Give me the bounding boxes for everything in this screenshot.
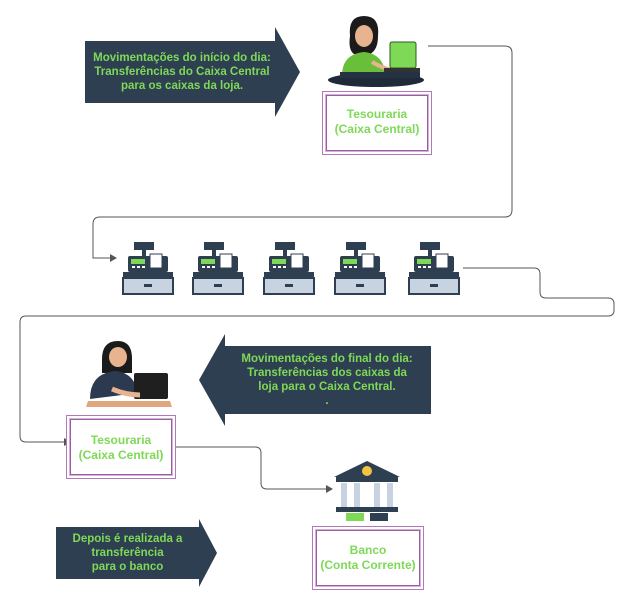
bank-title: Banco <box>349 543 387 557</box>
treasury-bottom-box: Tesouraria (Caixa Central) <box>66 415 176 479</box>
cash-register-icon <box>263 242 315 295</box>
start-of-day-line-3: para os caixas da loja. <box>120 80 244 92</box>
treasury-top-subtitle: (Caixa Central) <box>334 122 420 136</box>
bank-transfer-line-3: para o banco <box>91 561 164 573</box>
end-of-day-line-4: . <box>325 395 329 407</box>
bank-transfer-text: Depois é realizada a transferência para … <box>56 532 199 574</box>
woman-with-laptop-icon <box>328 16 424 87</box>
arrow-shape <box>56 519 217 587</box>
cash-register-icon <box>408 242 460 295</box>
treasury-top-box: Tesouraria (Caixa Central) <box>322 91 432 155</box>
bank-building-icon <box>334 461 400 521</box>
bank-box: Banco (Conta Corrente) <box>312 526 424 590</box>
start-of-day-text: Movimentações do início do dia: Transfer… <box>89 51 275 93</box>
end-of-day-line-2: Transferências dos caixas da <box>247 367 407 379</box>
cash-register-icon <box>192 242 244 295</box>
start-of-day-arrow: Movimentações do início do dia: Transfer… <box>85 27 300 117</box>
woman-typing-laptop-icon <box>86 341 172 407</box>
bank-transfer-line-1: Depois é realizada a <box>72 533 183 545</box>
start-of-day-line-1: Movimentações do início do dia: <box>93 52 271 64</box>
arrow-shape <box>85 27 300 117</box>
treasury-bottom-subtitle: (Caixa Central) <box>78 448 164 462</box>
connector-treasury-to-registers <box>92 45 513 259</box>
arrow-shape <box>199 334 431 426</box>
connector-registers-to-treasury <box>19 267 615 443</box>
end-of-day-line-1: Movimentações do final do dia: <box>241 353 413 365</box>
bank-transfer-arrow: Depois é realizada a transferência para … <box>56 519 217 587</box>
connector-treasury-to-bank <box>172 446 326 490</box>
treasury-bottom-title: Tesouraria <box>90 433 152 447</box>
bank-subtitle: (Conta Corrente) <box>320 558 416 572</box>
cash-register-icon <box>334 242 386 295</box>
treasury-top-title: Tesouraria <box>346 107 408 121</box>
end-of-day-line-3: loja para o Caixa Central. <box>258 381 396 393</box>
end-of-day-arrow: Movimentações do final do dia: Transferê… <box>199 334 431 426</box>
end-of-day-text: Movimentações do final do dia: Transferê… <box>227 352 427 408</box>
cash-register-icon <box>122 242 174 295</box>
start-of-day-line-2: Transferências do Caixa Central <box>94 66 270 78</box>
bank-transfer-line-2: transferência <box>91 547 164 559</box>
